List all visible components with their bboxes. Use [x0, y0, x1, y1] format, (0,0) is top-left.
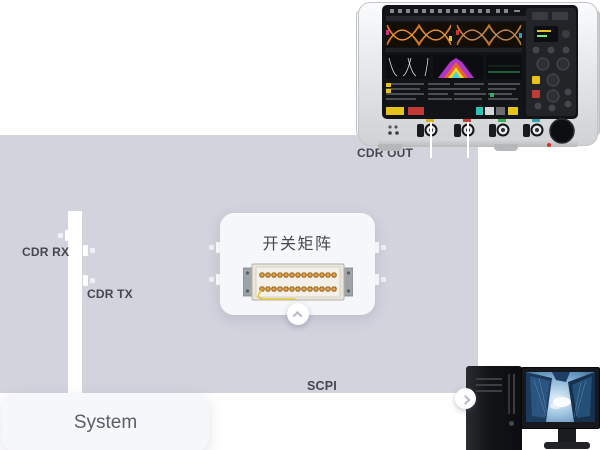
tx-port-label: CDR TX: [87, 287, 133, 301]
port-nub: [381, 245, 386, 250]
port-pad: [374, 242, 379, 253]
port-marker: [83, 275, 95, 286]
port-pad: [83, 275, 88, 286]
port-nub: [90, 248, 95, 253]
scope-foot: [378, 144, 402, 151]
scope-front-panel: [382, 5, 578, 144]
switch-matrix-title: 开关矩阵: [262, 236, 333, 253]
port-pad: [216, 274, 221, 285]
scope-foot: [494, 144, 518, 151]
port-pad: [83, 245, 88, 256]
tower-vent: [508, 374, 510, 414]
port-marker: [374, 274, 386, 285]
system-riser-bar: [68, 211, 82, 397]
system-card: System: [2, 394, 209, 450]
port-nub: [209, 245, 214, 250]
chevron-up-icon: [292, 310, 303, 321]
port-nub: [90, 278, 95, 283]
matrix-expand-button[interactable]: [286, 303, 309, 325]
port-marker: [374, 242, 386, 253]
monitor-base: [544, 442, 590, 449]
port-marker: [209, 274, 221, 285]
tower-bay: [476, 378, 502, 380]
monitor-stand: [558, 429, 576, 443]
jumper-cable: [257, 290, 296, 300]
pc-monitor-image: [521, 367, 600, 429]
tower-vent: [513, 374, 515, 414]
port-marker: [83, 245, 95, 256]
port-pad: [216, 242, 221, 253]
port-pad: [65, 230, 70, 241]
port-marker: [58, 230, 70, 241]
tower-bay: [476, 390, 502, 392]
scpi-label: SCPI: [307, 379, 337, 393]
scope-signal-line: [467, 122, 469, 158]
port-nub: [381, 277, 386, 282]
port-nub: [58, 233, 63, 238]
to-computer-button[interactable]: [455, 388, 476, 409]
pc-tower-image: [466, 366, 522, 450]
port-marker: [209, 242, 221, 253]
switch-matrix-photo: [243, 263, 353, 301]
oscilloscope-image: [356, 0, 600, 154]
scope-rail: [378, 138, 578, 147]
switch-matrix-card: 开关矩阵: [220, 213, 375, 325]
tower-bay: [476, 384, 502, 386]
monitor-screen: [526, 372, 595, 422]
port-pad: [374, 274, 379, 285]
chevron-right-icon: [460, 394, 471, 405]
rx-port-label: CDR RX: [22, 245, 70, 259]
tower-power-button: [509, 421, 514, 426]
scope-signal-line: [430, 122, 432, 158]
port-nub: [209, 277, 214, 282]
system-label: System: [73, 412, 138, 433]
scope-power-led: [547, 143, 551, 147]
